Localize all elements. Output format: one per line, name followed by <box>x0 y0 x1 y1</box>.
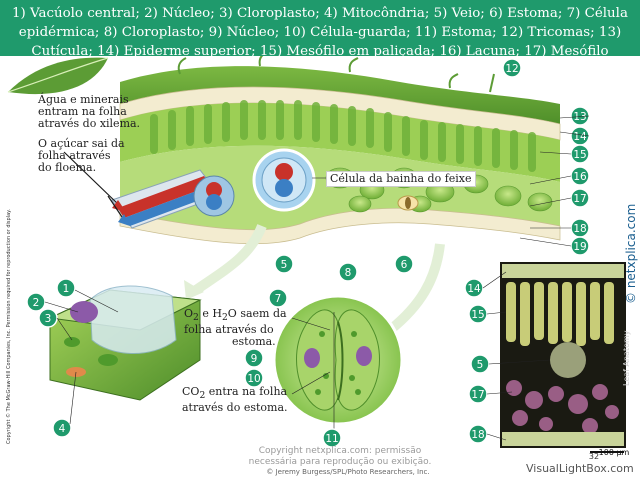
num-7: 7 <box>275 293 282 305</box>
o2-line-3: estoma. <box>232 335 276 349</box>
leaf-illustration: 1 2 3 4 5 6 7 8 9 10 11 12 13 14 15 16 1… <box>7 56 626 453</box>
num-9: 9 <box>251 353 258 365</box>
water-annotation: Água e minerais entram na folha através … <box>38 94 140 130</box>
label-1: 1 <box>56 278 76 298</box>
num-14: 14 <box>573 131 587 143</box>
label-9: 9 <box>244 348 264 368</box>
num-m15: 15 <box>471 309 484 321</box>
label-14: 14 <box>570 126 590 146</box>
leaf-icon <box>7 57 109 95</box>
num-12: 12 <box>505 63 518 75</box>
label-8: 8 <box>338 262 358 282</box>
num-10: 10 <box>247 373 260 385</box>
label-11: 11 <box>322 428 342 448</box>
num-2: 2 <box>33 297 40 309</box>
label-m14: 14 <box>464 278 484 298</box>
co2-suffix: entra na folha <box>208 385 288 398</box>
num-15: 15 <box>573 149 586 161</box>
num-1: 1 <box>63 283 70 295</box>
label-17: 17 <box>570 188 590 208</box>
page-number: 32 <box>588 452 600 461</box>
co2-line-1: CO2 entra na folha <box>182 385 288 402</box>
watermark-side: © netxplica.com <box>624 203 638 304</box>
sugar-line-2: folha através <box>38 149 111 162</box>
num-17: 17 <box>573 193 586 205</box>
water-line-2: entram na folha <box>38 105 127 118</box>
footer-line-1: Copyright netxplica.com: permissão <box>258 446 422 456</box>
num-11: 11 <box>325 433 338 445</box>
label-12: 12 <box>502 58 522 78</box>
o2-annotation: O2 e H2O saem da folha através do estoma… <box>184 307 287 349</box>
water-line-1: Água e minerais <box>38 93 129 106</box>
label-3: 3 <box>38 308 58 328</box>
label-4: 4 <box>52 418 72 438</box>
num-19: 19 <box>573 241 586 253</box>
scale-bar-label: 100 μm <box>598 448 630 457</box>
micrograph-panel <box>500 262 626 453</box>
label-m17: 17 <box>468 384 488 404</box>
water-line-3: através do xilema. <box>38 117 141 130</box>
brand-watermark: VisualLightBox.com <box>526 462 634 475</box>
co2-annotation: CO2 entra na folha através do estoma. <box>182 385 288 415</box>
label-10: 10 <box>244 368 264 388</box>
sugar-line-1: O açúcar sai da <box>38 137 125 150</box>
copyright-side: Copyright © The McGraw-Hill Companies, I… <box>6 209 12 444</box>
num-m5: 5 <box>477 359 484 371</box>
label-5a: 5 <box>274 254 294 274</box>
sugar-line-3: do floema. <box>38 161 97 174</box>
num-13: 13 <box>573 111 586 123</box>
num-4: 4 <box>59 423 66 435</box>
label-15: 15 <box>570 144 590 164</box>
label-2: 2 <box>26 292 46 312</box>
footer-credit: © Jeremy Burgess/SPL/Photo Researchers, … <box>266 468 430 476</box>
bundle-sheath-label: Célula da bainha do feixe <box>326 171 476 187</box>
num-6: 6 <box>401 259 408 271</box>
photo-credit-side: Leaf Anatomy <box>622 330 631 386</box>
bundle-sheath-text: Célula da bainha do feixe <box>330 172 472 185</box>
label-18: 18 <box>570 218 590 238</box>
label-m5: 5 <box>470 354 490 374</box>
num-m17: 17 <box>471 389 484 401</box>
o2-suffix: saem da <box>240 307 287 320</box>
num-m18: 18 <box>471 429 484 441</box>
num-18: 18 <box>573 223 586 235</box>
label-13: 13 <box>570 106 590 126</box>
leaf-diagram: 1 2 3 4 5 6 7 8 9 10 11 12 13 14 15 16 1… <box>0 56 640 480</box>
label-19: 19 <box>570 236 590 256</box>
num-5a: 5 <box>281 259 288 271</box>
num-m14: 14 <box>467 283 481 295</box>
num-8: 8 <box>345 267 352 279</box>
o2-line-1: O2 e H2O saem da <box>184 307 287 324</box>
num-3: 3 <box>45 313 52 325</box>
co2-line-2: através do estoma. <box>182 401 288 415</box>
plant-cell-illustration <box>48 285 202 401</box>
label-7: 7 <box>268 288 288 308</box>
caption-bar: 1) Vacúolo central; 2) Núcleo; 3) Clorop… <box>0 0 640 78</box>
footer-line-2: necessária para reprodução ou exibição. <box>248 457 432 467</box>
num-16: 16 <box>573 171 587 183</box>
stoma-magnification <box>272 294 404 432</box>
leaf-cross-section <box>63 56 561 245</box>
footer-copyright: Copyright netxplica.com: permissão neces… <box>240 446 440 468</box>
o2-line-2: folha através do <box>184 323 274 337</box>
label-6: 6 <box>394 254 414 274</box>
sugar-annotation: O açúcar sai da folha através do floema. <box>38 138 125 174</box>
label-16: 16 <box>570 166 590 186</box>
label-m18: 18 <box>468 424 488 444</box>
label-m15: 15 <box>468 304 488 324</box>
